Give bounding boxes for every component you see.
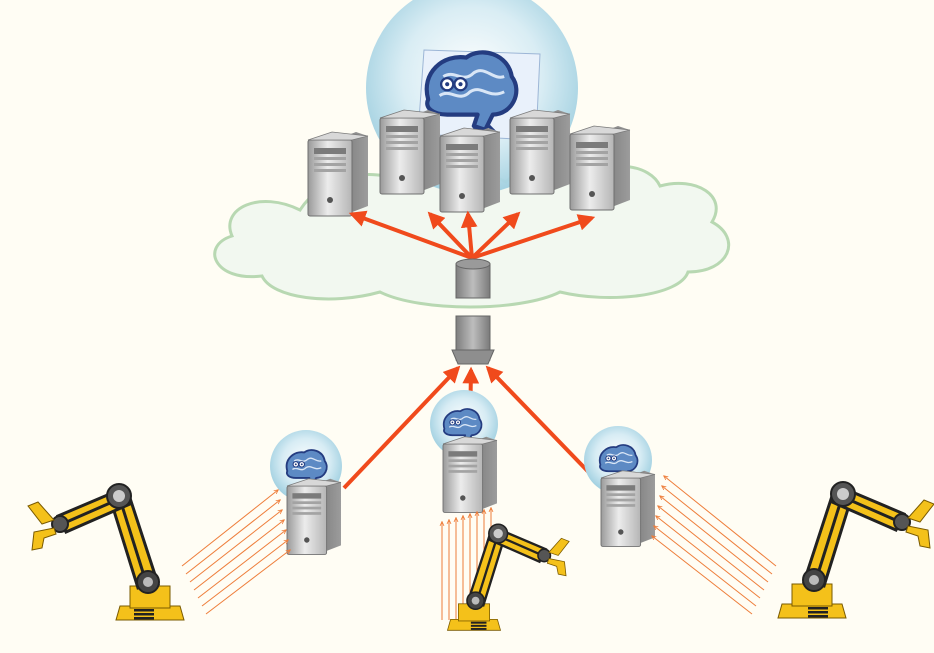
arrow-to-server-1 [348, 210, 473, 260]
cloud-server-5 [569, 125, 631, 211]
cloud-server-4 [509, 109, 571, 195]
edge-server-right [584, 426, 656, 547]
arrow-to-server-2 [427, 211, 474, 260]
data-stream-right [652, 476, 777, 615]
cloud-server-1 [307, 131, 369, 217]
upload-pipe [451, 258, 495, 365]
edge-server-center [430, 390, 498, 513]
arrow-left-edge-up [342, 365, 461, 490]
data-stream-left [181, 490, 290, 615]
cloud-server-3 [439, 127, 501, 213]
cloud-server-2 [379, 109, 441, 195]
arrow-to-server-4 [470, 211, 521, 260]
edge-server-left [270, 430, 342, 555]
cloud-distribution-arrows [348, 210, 596, 260]
arrow-to-server-3 [460, 210, 478, 259]
arrow-right-edge-up [485, 365, 606, 490]
arrow-to-server-5 [471, 214, 596, 260]
